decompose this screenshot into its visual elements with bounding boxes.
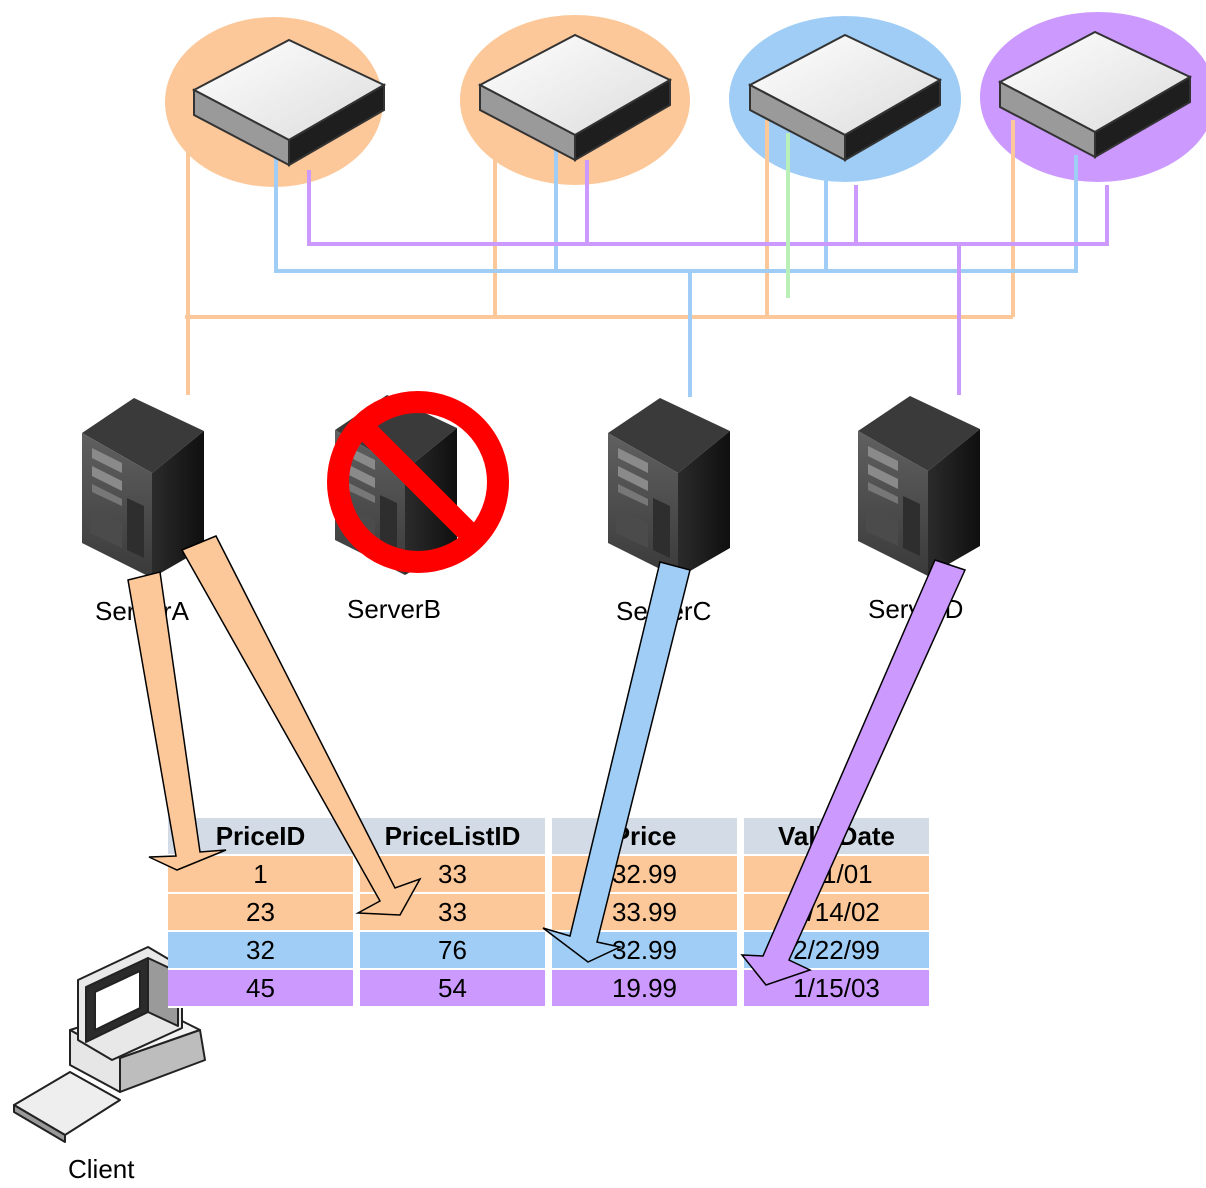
cell-price: 33.99 — [548, 893, 744, 932]
cell-price: 19.99 — [548, 969, 744, 1008]
server-a-icon — [82, 398, 204, 578]
cell-validdate: 1/1/01 — [740, 855, 929, 894]
column-header-validdate: ValidDate — [740, 818, 929, 856]
server-c-label: ServerC — [616, 596, 712, 626]
client-computer-icon — [13, 946, 206, 1143]
cell-pricelistid: 33 — [356, 893, 552, 932]
client-label: Client — [68, 1154, 135, 1184]
cell-validdate: 1/15/03 — [740, 969, 929, 1008]
table-row: 23 33 33.99 1/14/02 — [168, 893, 929, 932]
server-d-label: ServerD — [868, 594, 964, 624]
column-header-priceid: PriceID — [168, 818, 360, 856]
cell-price: 32.99 — [548, 931, 744, 970]
column-header-price: Price — [548, 818, 744, 856]
cell-pricelistid: 33 — [356, 855, 552, 894]
network-wires — [185, 120, 1109, 397]
table-row: 45 54 19.99 1/15/03 — [168, 969, 929, 1008]
column-header-pricelistid: PriceListID — [356, 818, 552, 856]
server-c-icon — [608, 398, 730, 578]
server-a-label: ServerA — [95, 596, 189, 626]
cell-priceid: 23 — [168, 893, 360, 932]
cell-pricelistid: 76 — [356, 931, 552, 970]
cell-validdate: 2/22/99 — [740, 931, 929, 970]
price-table: PriceID PriceListID Price ValidDate 1 33… — [168, 818, 929, 1008]
cell-priceid: 1 — [168, 855, 360, 894]
table-header-row: PriceID PriceListID Price ValidDate — [168, 818, 929, 856]
table-row: 1 33 32.99 1/1/01 — [168, 855, 929, 894]
server-b-label: ServerB — [347, 594, 441, 624]
cell-validdate: 1/14/02 — [740, 893, 929, 932]
table-row: 32 76 32.99 2/22/99 — [168, 931, 929, 970]
cell-priceid: 45 — [168, 969, 360, 1008]
cell-price: 32.99 — [548, 855, 744, 894]
cell-priceid: 32 — [168, 931, 360, 970]
cell-pricelistid: 54 — [356, 969, 552, 1008]
server-d-icon — [858, 396, 980, 576]
